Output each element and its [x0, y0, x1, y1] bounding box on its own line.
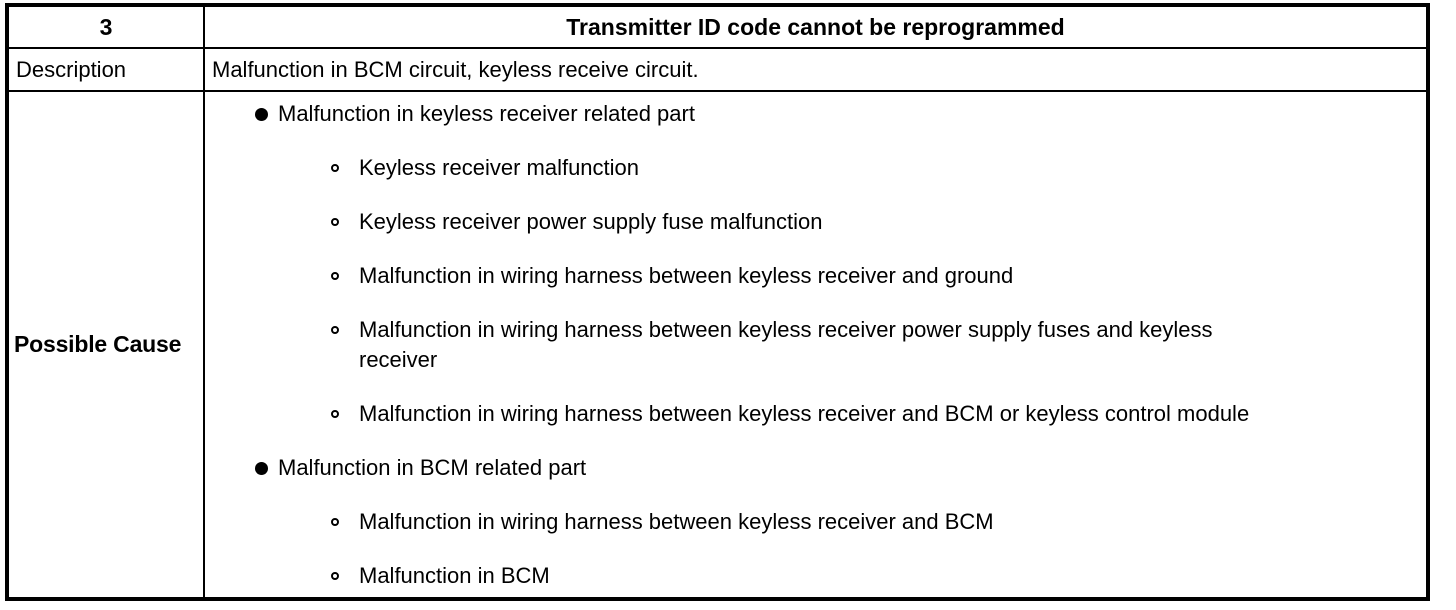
cause-group-title: Malfunction in keyless receiver related …	[278, 101, 695, 126]
open-bullet-icon	[331, 561, 359, 591]
cause-item-text: Malfunction in wiring harness between ke…	[359, 401, 1250, 426]
list-item: Malfunction in BCM	[331, 561, 1426, 591]
open-bullet-icon	[331, 261, 359, 291]
cause-item-text: Keyless receiver power supply fuse malfu…	[359, 209, 823, 234]
possible-cause-list: Malfunction in keyless receiver related …	[205, 92, 1426, 597]
possible-cause-label: Possible Cause	[9, 92, 205, 597]
open-bullet-icon	[331, 507, 359, 537]
cause-item-text: Keyless receiver malfunction	[359, 155, 640, 180]
cause-item-text: Malfunction in wiring harness between ke…	[359, 317, 1213, 372]
cause-group-title: Malfunction in BCM related part	[278, 455, 587, 480]
description-label: Description	[9, 49, 205, 92]
dtc-table: 3 Transmitter ID code cannot be reprogra…	[5, 3, 1430, 601]
cause-item-text: Malfunction in wiring harness between ke…	[359, 509, 994, 534]
dtc-code-cell: 3	[9, 7, 205, 49]
list-item: Malfunction in keyless receiver related …	[255, 99, 1426, 129]
list-item: Malfunction in wiring harness between ke…	[331, 261, 1426, 291]
list-item: Malfunction in wiring harness between ke…	[331, 507, 1426, 537]
list-item: Malfunction in wiring harness between ke…	[331, 399, 1426, 429]
open-bullet-icon	[331, 207, 359, 237]
open-bullet-icon	[331, 153, 359, 183]
open-bullet-icon	[331, 315, 359, 345]
list-item: Malfunction in BCM related part	[255, 453, 1426, 483]
open-bullet-icon	[331, 399, 359, 429]
list-item: Malfunction in wiring harness between ke…	[331, 315, 1426, 375]
dtc-title-cell: Transmitter ID code cannot be reprogramm…	[205, 7, 1426, 49]
filled-bullet-icon	[255, 99, 278, 129]
description-text: Malfunction in BCM circuit, keyless rece…	[205, 49, 1426, 92]
cause-item-text: Malfunction in wiring harness between ke…	[359, 263, 1014, 288]
list-item: Keyless receiver power supply fuse malfu…	[331, 207, 1426, 237]
filled-bullet-icon	[255, 453, 278, 483]
list-item: Keyless receiver malfunction	[331, 153, 1426, 183]
cause-item-text: Malfunction in BCM	[359, 563, 550, 588]
